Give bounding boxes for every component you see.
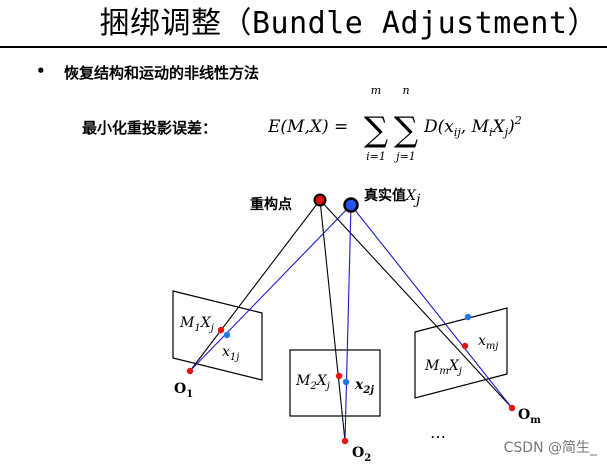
- sum2-lower: j=1: [393, 150, 416, 163]
- watermark: CSDN @简生_: [503, 440, 597, 456]
- slide-title: 捆绑调整（Bundle Adjustment）: [99, 6, 598, 41]
- camera-center-2: [341, 437, 349, 445]
- reprojected-point-m: [461, 342, 469, 350]
- sum2-sigma: ∑: [394, 110, 418, 150]
- observation-label-1: x1j: [222, 344, 239, 363]
- title-divider: [0, 46, 607, 48]
- projection-label-1: M1Xj: [179, 315, 214, 334]
- bullet-marker: •: [36, 62, 46, 80]
- camera-center-label-2: O2: [352, 445, 371, 464]
- image-plane-1: [172, 290, 263, 381]
- ray-true-1: [189, 204, 352, 372]
- sum1-sigma: ∑: [364, 110, 388, 150]
- image-plane-m: [414, 307, 508, 399]
- camera-center-1: [186, 367, 194, 375]
- projection-label-m: MmXj: [424, 358, 462, 377]
- reprojected-point-2: [335, 372, 343, 380]
- camera-center-label-1: O1: [174, 381, 193, 400]
- more-cameras-ellipsis: …: [430, 423, 446, 442]
- reprojection-error-equation: E(M,X) = m ∑ i=1 n ∑ j=1 D(xij, MiXj)2: [268, 88, 522, 163]
- bullet-text: 恢复结构和运动的非线性方法: [64, 64, 260, 82]
- equation-term: D(xij, MiXj)2: [423, 114, 522, 139]
- reconstructed-point-label: 重构点: [250, 196, 292, 213]
- observed-point-2: [342, 378, 350, 386]
- sum2-upper: n: [402, 88, 409, 97]
- equation-label: 最小化重投影误差：: [82, 119, 218, 137]
- ray-reconstructed-2: [319, 199, 346, 442]
- observation-label-2: x2j: [354, 377, 374, 396]
- true-point: [343, 197, 359, 213]
- ray-reconstructed-1: [189, 199, 321, 372]
- sum1-upper: m: [371, 88, 381, 97]
- equation-lhs: E(M,X) =: [268, 117, 348, 137]
- observation-label-m: xmj: [478, 333, 499, 352]
- ray-reconstructed-m: [319, 199, 513, 409]
- sum1-lower: i=1: [366, 150, 386, 163]
- observed-point-m: [464, 313, 472, 321]
- reconstructed-point: [313, 193, 327, 207]
- camera-center-m: [508, 404, 516, 412]
- ray-true-2: [344, 204, 352, 442]
- image-plane-2: [289, 349, 381, 417]
- true-point-label: 真实值Xj: [364, 187, 421, 208]
- camera-center-label-m: Om: [518, 407, 541, 426]
- projection-label-2: M2Xj: [295, 373, 330, 392]
- reprojected-point-1: [217, 326, 225, 334]
- observed-point-1: [223, 331, 231, 339]
- ray-true-m: [350, 204, 513, 409]
